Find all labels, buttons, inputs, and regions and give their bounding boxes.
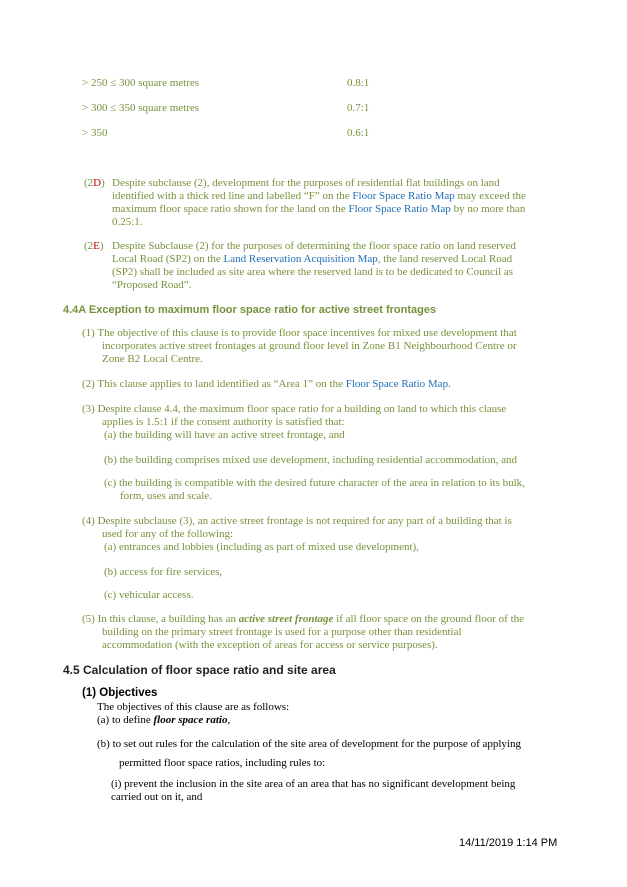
- table-area-cell: > 300 ≤ 350 square metres: [82, 102, 200, 114]
- clause-2e-text: Despite Subclause (2) for the purposes o…: [112, 240, 516, 291]
- objective-b-line2: permitted floor space ratios, including …: [119, 757, 326, 769]
- floor-space-ratio-map-link[interactable]: Floor Space Ratio Map: [345, 378, 449, 390]
- table-row: > 250 ≤ 300 square metres: [82, 77, 199, 90]
- table-ratio-cell: 0.7:1: [347, 102, 370, 114]
- clause-4: (4) Despite subclause (3), an active str…: [82, 515, 512, 553]
- clause-3: (3) Despite clause 4.4, the maximum floo…: [82, 403, 507, 441]
- table-area-cell: > 250 ≤ 300 square metres: [82, 77, 200, 89]
- objective-b-line1: (b) to set out rules for the calculation…: [97, 738, 521, 750]
- floor-space-ratio-map-link[interactable]: Floor Space Ratio Map: [352, 190, 455, 202]
- clause-2e-number: (2E): [84, 240, 104, 252]
- objectives-intro: The objectives of this clause are as fol…: [97, 701, 290, 726]
- clause-2d-letter: D: [93, 177, 102, 189]
- table-row: > 350: [82, 127, 107, 140]
- clause-3c: (c) the building is compatible with the …: [104, 477, 525, 502]
- clause-2e-letter: E: [93, 240, 100, 252]
- clause-5: (5) In this clause, a building has an ac…: [82, 613, 525, 651]
- defined-term: active street frontage: [238, 613, 334, 625]
- clause-2d-text: Despite subclause (2), development for t…: [112, 177, 526, 228]
- clause-4b: (b) access for fire services,: [104, 566, 223, 578]
- floor-space-ratio-map-link[interactable]: Floor Space Ratio Map: [348, 203, 451, 215]
- section-4-4a-heading: 4.4A Exception to maximum floor space ra…: [63, 304, 437, 316]
- table-row: > 300 ≤ 350 square metres: [82, 102, 199, 115]
- clause-2d-number: (2D): [84, 177, 105, 189]
- land-reservation-acquisition-map-link[interactable]: Land Reservation Acquisition Map: [223, 253, 378, 265]
- defined-term: floor space ratio: [153, 714, 228, 726]
- clause-1: (1) The objective of this clause is to p…: [82, 327, 517, 365]
- objectives-subheading: (1) Objectives: [82, 687, 158, 699]
- table-area-cell: > 350: [82, 127, 108, 139]
- footer-timestamp: 14/11/2019 1:14 PM: [459, 837, 558, 849]
- clause-3b: (b) the building comprises mixed use dev…: [104, 454, 518, 466]
- objective-i: (i) prevent the inclusion in the site ar…: [111, 778, 516, 803]
- table-ratio-cell: 0.6:1: [347, 127, 370, 139]
- section-4-5-heading: 4.5 Calculation of floor space ratio and…: [63, 663, 336, 677]
- clause-4c: (c) vehicular access.: [104, 589, 194, 601]
- clause-2: (2) This clause applies to land identifi…: [82, 378, 451, 390]
- table-ratio-cell: 0.8:1: [347, 77, 370, 89]
